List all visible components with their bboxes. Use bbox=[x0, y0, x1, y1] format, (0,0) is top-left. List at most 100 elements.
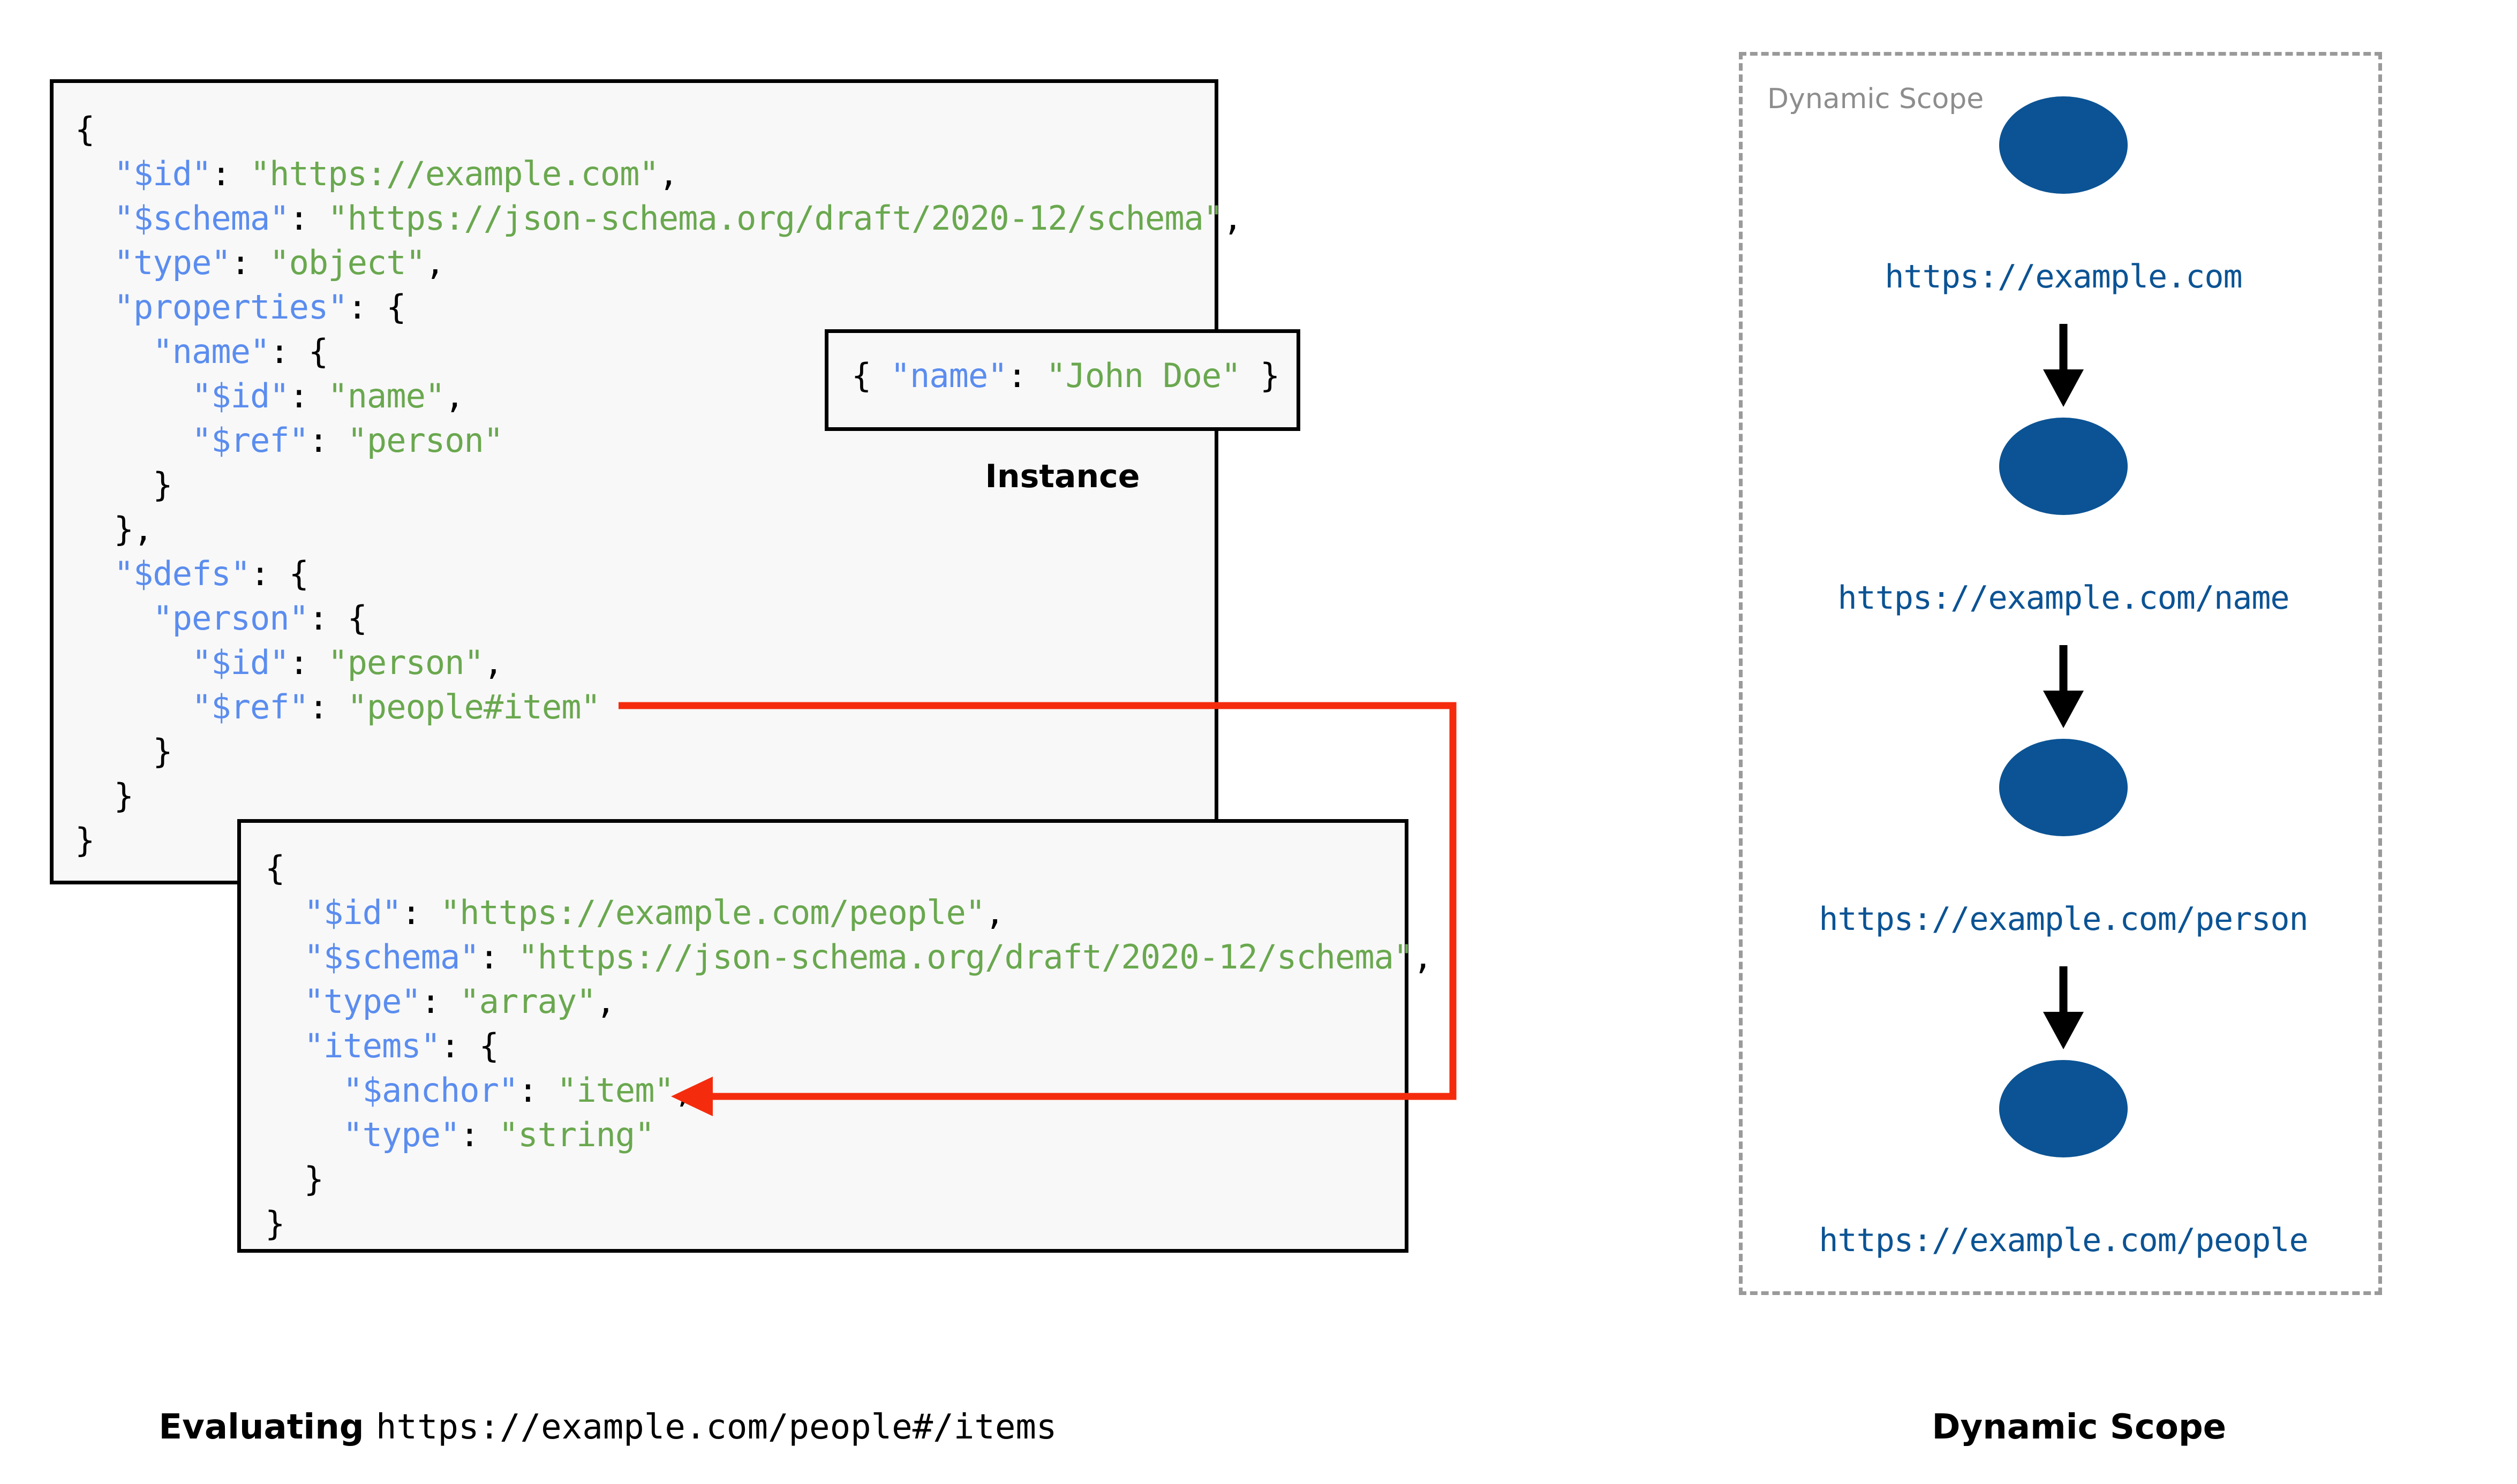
code-token: , bbox=[425, 243, 445, 282]
code-token: , bbox=[673, 1071, 694, 1110]
code-token: : bbox=[289, 376, 328, 415]
code-line: "person": { bbox=[75, 596, 1242, 640]
scope-node-1-label: https://example.com bbox=[1885, 258, 2242, 296]
code-line: } bbox=[75, 729, 1242, 774]
code-line: } bbox=[75, 774, 1242, 818]
code-token: , bbox=[658, 154, 679, 193]
code-token: "$anchor" bbox=[265, 1071, 518, 1110]
right-caption: Dynamic Scope bbox=[1888, 1368, 2226, 1484]
code-line: { bbox=[265, 846, 1433, 890]
code-token: "type" bbox=[75, 243, 231, 282]
code-token: "name" bbox=[328, 376, 445, 415]
code-token: "type" bbox=[265, 982, 421, 1021]
code-line: "$anchor": "item", bbox=[265, 1068, 1433, 1112]
code-line: } bbox=[75, 463, 1242, 507]
code-token: : bbox=[1007, 356, 1046, 395]
code-token: : { bbox=[308, 599, 367, 638]
code-line: } bbox=[75, 818, 1242, 862]
code-token: "$id" bbox=[75, 643, 290, 682]
scope-node-4-ellipse bbox=[1999, 1060, 2128, 1157]
instance-code: { "name": "John Doe" } bbox=[851, 353, 1280, 398]
code-token: "people#item" bbox=[347, 687, 601, 726]
code-token: } bbox=[75, 732, 172, 771]
dynamic-scope-title: Dynamic Scope bbox=[1767, 83, 1984, 115]
code-line: { "name": "John Doe" } bbox=[851, 353, 1280, 398]
code-token: : bbox=[459, 1115, 499, 1154]
code-token: "https://json-schema.org/draft/2020-12/s… bbox=[518, 937, 1413, 976]
instance-caption: Instance bbox=[985, 458, 1140, 495]
code-token: "person" bbox=[328, 643, 484, 682]
code-token: : { bbox=[440, 1026, 499, 1065]
code-line: "$schema": "https://json-schema.org/draf… bbox=[265, 935, 1433, 979]
code-token: "name" bbox=[890, 356, 1008, 395]
code-token: : bbox=[420, 982, 460, 1021]
scope-node-2-label: https://example.com/name bbox=[1837, 579, 2290, 617]
code-token: "items" bbox=[265, 1026, 441, 1065]
code-line: "$id": "https://example.com/people", bbox=[265, 890, 1433, 935]
code-token: , bbox=[444, 376, 464, 415]
code-token: } bbox=[1240, 356, 1280, 395]
code-line: "type": "array", bbox=[265, 979, 1433, 1024]
code-token: } bbox=[75, 821, 95, 860]
code-line: "$id": "name", bbox=[75, 374, 1242, 418]
code-token: "object" bbox=[269, 243, 426, 282]
code-token: "$id" bbox=[75, 376, 290, 415]
code-token: "$ref" bbox=[75, 687, 309, 726]
code-line: }, bbox=[75, 507, 1242, 551]
code-token: { bbox=[265, 849, 285, 888]
code-token: , bbox=[596, 982, 616, 1021]
scope-node-2-ellipse bbox=[1999, 418, 2128, 515]
scope-node-3-label: https://example.com/person bbox=[1819, 900, 2308, 938]
code-token: "$id" bbox=[75, 154, 212, 193]
left-caption: Evaluating https://example.com/people#/i… bbox=[115, 1368, 1057, 1484]
code-token: } bbox=[75, 776, 134, 815]
dynamic-scope-region bbox=[1739, 52, 2382, 1295]
code-token: "$defs" bbox=[75, 554, 251, 593]
code-token: "https://json-schema.org/draft/2020-12/s… bbox=[328, 199, 1223, 238]
code-token: "https://example.com" bbox=[250, 154, 659, 193]
code-token: , bbox=[985, 893, 1005, 932]
code-token: "person" bbox=[347, 421, 504, 460]
code-token: "item" bbox=[556, 1071, 674, 1110]
code-line: "$schema": "https://json-schema.org/draf… bbox=[75, 196, 1243, 240]
code-token: "https://example.com/people" bbox=[440, 893, 985, 932]
people-schema-code: { "$id": "https://example.com/people", "… bbox=[265, 846, 1433, 1246]
instance-box bbox=[825, 329, 1300, 431]
code-token: } bbox=[265, 1204, 285, 1243]
code-token: , bbox=[483, 643, 503, 682]
code-token: : { bbox=[250, 554, 309, 593]
code-token: "type" bbox=[265, 1115, 460, 1154]
code-token: "$ref" bbox=[75, 421, 309, 460]
right-caption-text: Dynamic Scope bbox=[1932, 1407, 2227, 1447]
code-token: } bbox=[75, 465, 172, 504]
code-token: : bbox=[289, 643, 328, 682]
code-token: "array" bbox=[459, 982, 596, 1021]
code-line: "$id": "https://example.com", bbox=[75, 152, 1242, 196]
code-line: "$id": "person", bbox=[75, 640, 1242, 685]
code-line: } bbox=[265, 1157, 1433, 1201]
code-token: : bbox=[479, 937, 518, 976]
code-token: { bbox=[75, 110, 95, 149]
code-token: "$schema" bbox=[75, 199, 290, 238]
code-token: : bbox=[518, 1071, 557, 1110]
code-token: "$id" bbox=[265, 893, 402, 932]
code-line: "$defs": { bbox=[75, 551, 1242, 596]
code-token: { bbox=[851, 356, 891, 395]
code-line: { bbox=[75, 107, 1242, 152]
code-token: : bbox=[401, 893, 440, 932]
code-line: "items": { bbox=[265, 1024, 1433, 1068]
code-line: "$ref": "people#item" bbox=[75, 685, 1242, 729]
code-line: "name": { bbox=[75, 329, 1242, 374]
code-line: "$ref": "person" bbox=[75, 418, 1242, 463]
code-token: : bbox=[230, 243, 270, 282]
code-token: }, bbox=[75, 510, 154, 549]
scope-node-4-label: https://example.com/people bbox=[1819, 1222, 2308, 1259]
code-token: } bbox=[265, 1160, 324, 1199]
code-token: : { bbox=[269, 332, 328, 371]
scope-node-1-ellipse bbox=[1999, 96, 2128, 194]
code-token: : { bbox=[347, 287, 406, 327]
scope-node-3-ellipse bbox=[1999, 739, 2128, 836]
code-token: : bbox=[289, 199, 328, 238]
code-token: "properties" bbox=[75, 287, 348, 327]
